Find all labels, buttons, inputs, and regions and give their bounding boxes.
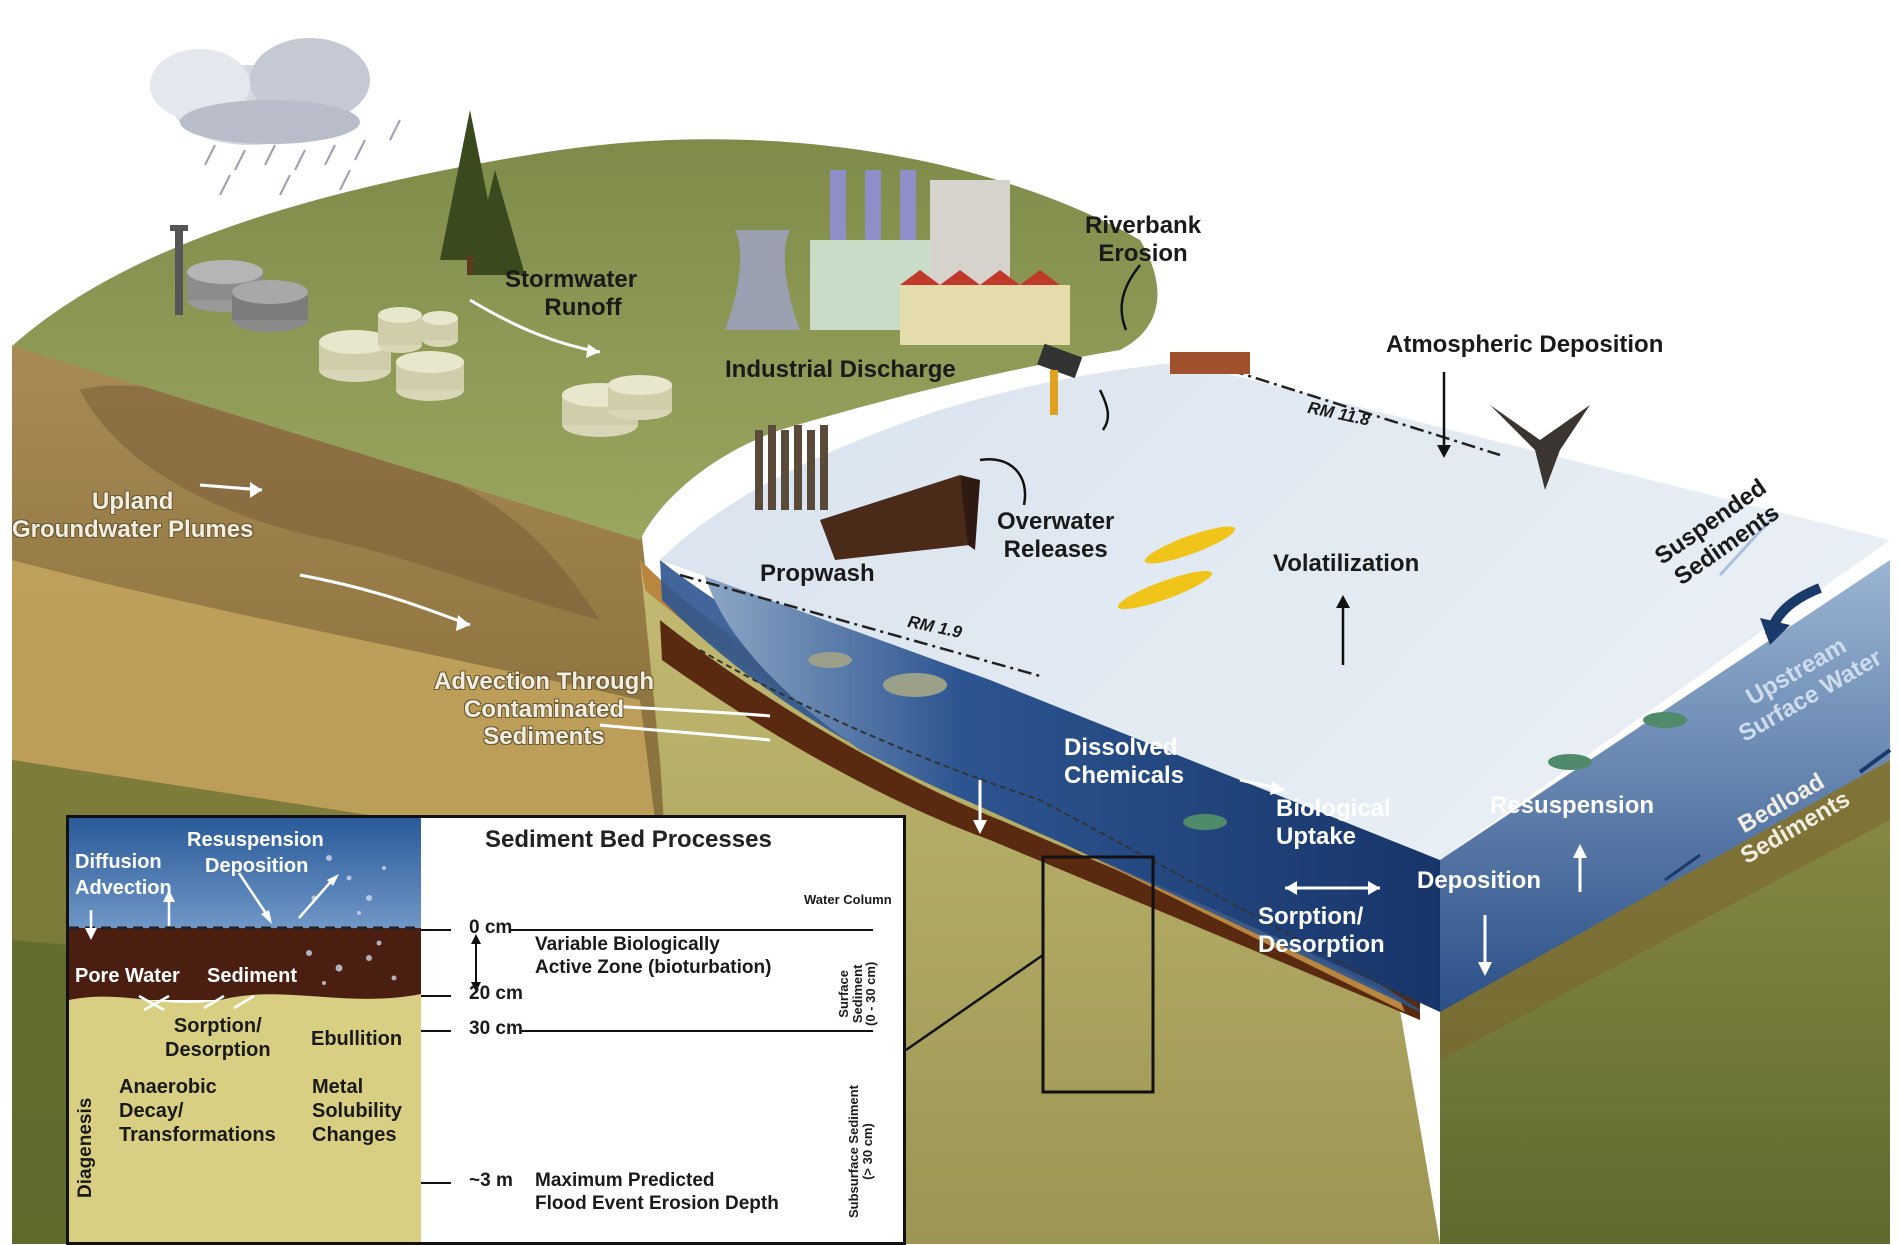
inset-sorption-desorption: Sorption/ Desorption xyxy=(165,1014,271,1062)
inset-surface-sediment: Surface Sediment (0 - 30 cm) xyxy=(836,961,879,1026)
inset-variable-zone: Variable Biologically Active Zone (biotu… xyxy=(535,934,771,980)
erosion-line-2: Erosion xyxy=(1098,239,1188,267)
sediment-cross-section xyxy=(69,818,421,1242)
contaminated-line-2: Contaminated xyxy=(463,695,624,723)
releases-line-2: Releases xyxy=(1003,535,1108,563)
inset-diagenesis: Diagenesis xyxy=(75,1097,96,1198)
volatilization-label: Volatilization xyxy=(1273,550,1420,577)
inset-deposition: Deposition xyxy=(205,855,309,877)
fishing-dock xyxy=(1170,352,1250,374)
biological-uptake-label: Biological Uptake xyxy=(1276,795,1391,850)
inset-depth-lines xyxy=(421,929,873,1184)
dissolved-chemicals-label: Dissolved Chemicals xyxy=(1064,734,1184,789)
stormwater-runoff-label: Stormwater Runoff xyxy=(505,266,637,321)
overwater-releases-label: Overwater Releases xyxy=(997,508,1114,563)
inset-anaerobic-decay: Anaerobic Decay/ Transformations xyxy=(119,1075,276,1147)
inset-flood-line-2: Flood Event Erosion Depth xyxy=(535,1192,779,1214)
inset-anaerobic-line-1: Anaerobic xyxy=(119,1076,217,1098)
inset-resuspension: Resuspension xyxy=(187,829,324,851)
desorption-line-2: Desorption xyxy=(1258,930,1385,958)
inset-transformations-line-3: Transformations xyxy=(119,1124,276,1146)
inset-depth-20cm: 20 cm xyxy=(469,983,523,1004)
conifer-trees xyxy=(440,110,525,275)
inset-advection: Advection xyxy=(75,877,172,899)
callout-box xyxy=(1041,855,1155,1094)
osprey xyxy=(1490,405,1590,490)
riverbank-erosion-label: Riverbank Erosion xyxy=(1085,212,1201,267)
resuspension-label: Resuspension xyxy=(1490,792,1655,819)
upland-line-1: Upland xyxy=(92,488,174,515)
inset-sorption-line-1: Sorption/ xyxy=(173,1015,262,1037)
dissolved-line-1: Dissolved xyxy=(1064,734,1178,761)
sorption-desorption-label: Sorption/ Desorption xyxy=(1258,903,1385,958)
inset-ebullition: Ebullition xyxy=(311,1028,403,1050)
sediments-line-3: Sediments xyxy=(483,723,605,751)
advection-line-1: Advection Through xyxy=(434,668,654,695)
inset-depth-0cm: 0 cm xyxy=(469,917,513,938)
advection-through-contaminated-sediments-label: Advection Through Contaminated Sediments xyxy=(434,668,654,751)
riverbank-line-1: Riverbank xyxy=(1085,212,1202,239)
upland-groundwater-plumes-label: Upland Groundwater Plumes xyxy=(12,488,253,543)
inset-subsurface-range-line-2: (> 30 cm) xyxy=(860,1123,876,1180)
stormwater-line-1: Stormwater xyxy=(505,266,638,293)
inset-max-erosion: Maximum Predicted Flood Event Erosion De… xyxy=(535,1170,779,1216)
inset-subsurface-line-1: Subsurface Sediment xyxy=(846,1085,861,1218)
inset-desorption-line-2: Desorption xyxy=(165,1039,271,1061)
inset-title: Sediment Bed Processes xyxy=(485,826,772,853)
cargo-ship xyxy=(820,475,980,560)
biological-line-1: Biological xyxy=(1276,795,1391,822)
deposition-label: Deposition xyxy=(1417,867,1541,894)
kayaks xyxy=(1117,526,1236,610)
overwater-line-1: Overwater xyxy=(997,508,1115,535)
rain-cloud xyxy=(150,38,401,196)
groundwater-plumes-line-2: Groundwater Plumes xyxy=(12,515,254,543)
uptake-line-2: Uptake xyxy=(1276,822,1357,850)
chemicals-line-2: Chemicals xyxy=(1064,761,1185,789)
storage-tanks xyxy=(170,225,672,437)
inset-changes-line-3: Changes xyxy=(312,1124,397,1146)
inset-max-line-1: Maximum Predicted xyxy=(535,1170,715,1191)
inset-depth-30cm: 30 cm xyxy=(469,1018,523,1039)
inset-surface-line-1: Surface xyxy=(836,970,851,1018)
pilings xyxy=(755,425,828,510)
inset-sediment-line-2: Sediment xyxy=(849,964,865,1024)
atmospheric-deposition-label: Atmospheric Deposition xyxy=(1386,331,1664,358)
industrial-plant xyxy=(725,170,1083,415)
sediment-bed-processes-inset: Diffusion Advection Resuspension Deposit… xyxy=(66,815,906,1245)
runoff-line-2: Runoff xyxy=(544,293,622,321)
inset-sediment: Sediment xyxy=(207,965,298,987)
inset-metal-solubility: Metal Solubility Changes xyxy=(312,1075,402,1147)
inset-water-column: Water Column xyxy=(804,892,892,907)
inset-pore-water: Pore Water xyxy=(75,965,180,987)
inset-metal-line-1: Metal xyxy=(312,1076,364,1098)
inset-solubility-line-2: Solubility xyxy=(312,1100,402,1122)
inset-variable-line-1: Variable Biologically xyxy=(535,934,720,955)
inset-diffusion: Diffusion xyxy=(75,851,162,873)
sorption-line-1: Sorption/ xyxy=(1258,903,1364,930)
inset-active-zone-line-2: Active Zone (bioturbation) xyxy=(535,956,772,978)
inset-range-line-3: (0 - 30 cm) xyxy=(863,961,879,1026)
industrial-discharge-label: Industrial Discharge xyxy=(725,356,956,383)
propwash-label: Propwash xyxy=(760,560,875,587)
inset-decay-line-2: Decay/ xyxy=(119,1100,184,1122)
inset-depth-3m: ~3 m xyxy=(469,1170,513,1191)
fish xyxy=(808,652,1687,830)
inset-subsurface-sediment: Subsurface Sediment (> 30 cm) xyxy=(846,1085,876,1218)
